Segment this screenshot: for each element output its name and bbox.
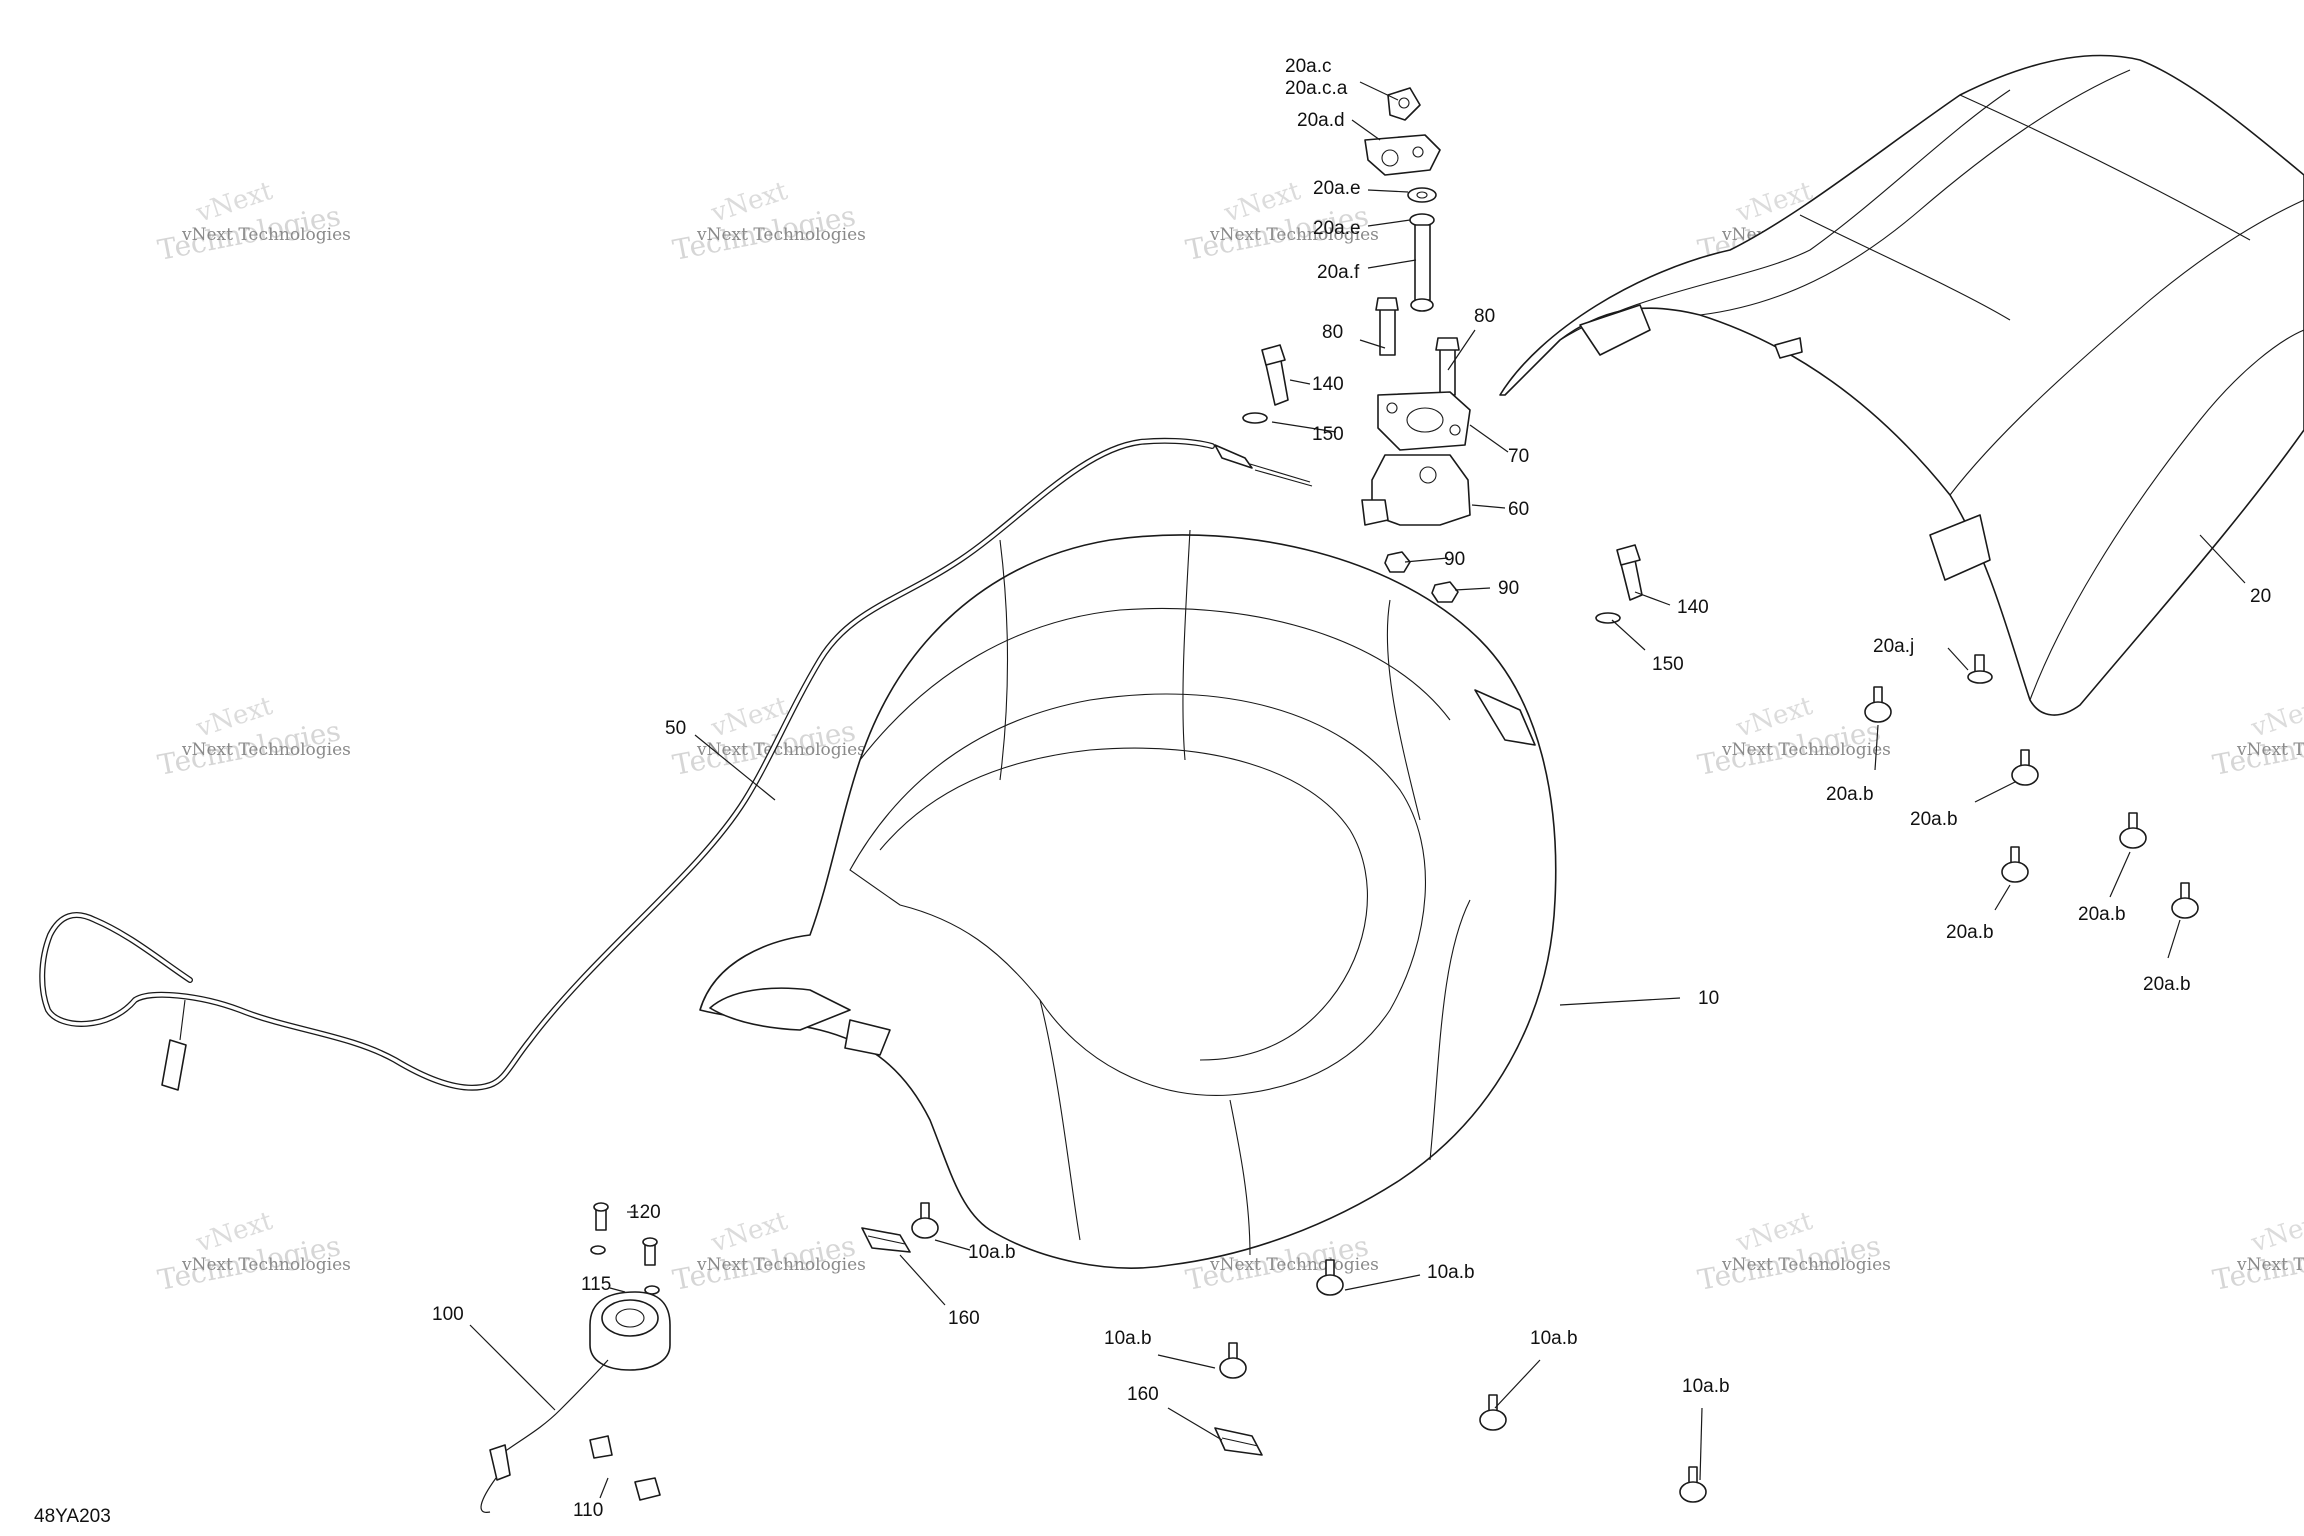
callout-50: 50 xyxy=(665,718,686,739)
callout-20a-f: 20a.f xyxy=(1317,262,1360,283)
watermark-tile: Technologies vNext vNext Technologies xyxy=(155,1206,351,1297)
callout-20a-e: 20a.e xyxy=(1313,218,1361,239)
watermark-tile: Technologies vNext vNext Technologies xyxy=(2210,1206,2304,1297)
bumper xyxy=(2119,812,2147,849)
callout-140: 140 xyxy=(1677,597,1709,618)
bumper xyxy=(1479,1394,1507,1431)
callout-120: 120 xyxy=(629,1202,661,1223)
watermark-tile: Technologies vNext vNext Technologies xyxy=(1695,691,1891,782)
callout-10a-b: 10a.b xyxy=(1530,1328,1578,1349)
callout-20a-b: 20a.b xyxy=(1826,784,1874,805)
watermark-text: vNext Technologies xyxy=(696,740,866,760)
callout-60: 60 xyxy=(1508,499,1529,520)
watermark-tile: Technologies vNext vNext Technologies xyxy=(670,691,866,782)
bumper xyxy=(1219,1342,1247,1379)
callout-115: 115 xyxy=(581,1274,611,1295)
callout-20a-e: 20a.e xyxy=(1313,178,1361,199)
watermark-tile: Technologies vNext vNext Technologies xyxy=(670,1206,866,1297)
watermark-text: vNext Technologies xyxy=(181,225,351,245)
bumper xyxy=(2171,882,2199,919)
callout-labels: 20a.c 20a.c.a 20a.d 20a.e 20a.e 20a.f 80… xyxy=(34,56,2271,1527)
callout-10: 10 xyxy=(1698,988,1719,1009)
callout-10a-b: 10a.b xyxy=(1682,1376,1730,1397)
bumper xyxy=(1864,686,1892,723)
watermark-tile: Technologies vNext vNext Technologies xyxy=(1695,1206,1891,1297)
callout-10a-b: 10a.b xyxy=(1427,1262,1475,1283)
buzzer-assembly-illustration xyxy=(480,1202,671,1513)
callout-100: 100 xyxy=(432,1304,464,1325)
passenger-seat-illustration xyxy=(1499,54,2304,716)
callout-20a-c: 20a.c xyxy=(1285,56,1331,77)
watermark-text: vNext Technologies xyxy=(2236,1255,2304,1275)
callout-150: 150 xyxy=(1312,424,1344,445)
callout-20a-b: 20a.b xyxy=(2078,904,2126,925)
watermark-text: vNext Technologies xyxy=(181,740,351,760)
watermark-tile: Technologies vNext vNext Technologies xyxy=(155,176,351,267)
callout-20a-d: 20a.d xyxy=(1297,110,1345,131)
callout-20a-b: 20a.b xyxy=(1910,809,1958,830)
callout-20a-c-a: 20a.c.a xyxy=(1285,78,1348,99)
watermark-text: vNext Technologies xyxy=(181,1255,351,1275)
diagram-code: 48YA203 xyxy=(34,1506,111,1527)
callout-90: 90 xyxy=(1498,578,1519,599)
bumper xyxy=(911,1202,939,1239)
watermark-text: vNext Technologies xyxy=(1721,1255,1891,1275)
bumper xyxy=(1316,1259,1344,1296)
driver-seat-illustration xyxy=(699,529,1557,1269)
leader-lines xyxy=(469,81,2246,1499)
callout-70: 70 xyxy=(1508,446,1529,467)
watermark-tile: Technologies vNext vNext Technologies xyxy=(2210,691,2304,782)
callout-20a-b: 20a.b xyxy=(2143,974,2191,995)
bumpers-illustration xyxy=(911,686,2199,1503)
watermark-text: vNext Technologies xyxy=(696,1255,866,1275)
watermark-text: vNext Technologies xyxy=(2236,740,2304,760)
callout-160: 160 xyxy=(948,1308,980,1329)
release-cable-illustration xyxy=(39,437,1313,1091)
bumper xyxy=(2011,749,2039,786)
callout-20a-b: 20a.b xyxy=(1946,922,1994,943)
watermark-tile: Technologies vNext vNext Technologies xyxy=(670,176,866,267)
latch-hardware-illustration xyxy=(1242,87,1993,684)
callout-20a-j: 20a.j xyxy=(1873,636,1914,657)
callout-20: 20 xyxy=(2250,586,2271,607)
callout-140: 140 xyxy=(1312,374,1344,395)
watermark-text: vNext Technologies xyxy=(696,225,866,245)
callout-90: 90 xyxy=(1444,549,1465,570)
watermark-text: vNext Technologies xyxy=(1209,1255,1379,1275)
watermark-text: vNext Technologies xyxy=(1209,225,1379,245)
watermark-text: vNext Technologies xyxy=(1721,740,1891,760)
callout-80: 80 xyxy=(1322,322,1343,343)
bumper xyxy=(2001,846,2029,883)
callout-10a-b: 10a.b xyxy=(968,1242,1016,1263)
watermark-tile: Technologies vNext vNext Technologies xyxy=(155,691,351,782)
callout-10a-b: 10a.b xyxy=(1104,1328,1152,1349)
callout-80: 80 xyxy=(1474,306,1495,327)
callout-110: 110 xyxy=(573,1500,603,1521)
callout-150: 150 xyxy=(1652,654,1684,675)
clips-illustration xyxy=(861,1227,1263,1456)
callout-160: 160 xyxy=(1127,1384,1159,1405)
bumper xyxy=(1679,1466,1707,1503)
